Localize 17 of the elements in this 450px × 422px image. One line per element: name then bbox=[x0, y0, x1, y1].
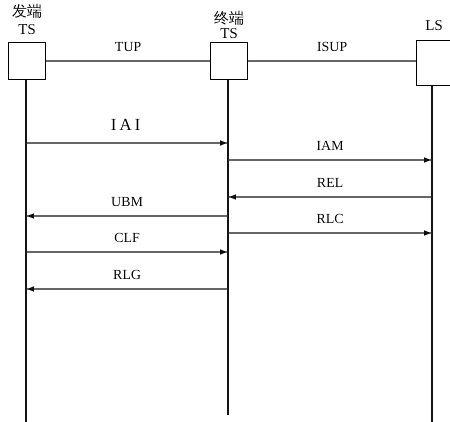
lifeline bbox=[227, 80, 229, 415]
message-arrow bbox=[229, 230, 431, 236]
message-arrow bbox=[27, 249, 227, 255]
node-label: TS bbox=[219, 26, 239, 42]
link-line bbox=[248, 60, 416, 62]
message-arrow bbox=[229, 157, 431, 163]
lifeline bbox=[431, 86, 433, 422]
message-arrow bbox=[27, 286, 227, 292]
message-arrow bbox=[229, 194, 431, 200]
node-label: 终端 bbox=[213, 11, 245, 27]
link-line bbox=[46, 60, 210, 62]
message-arrow bbox=[27, 140, 227, 146]
node-label: LS bbox=[424, 18, 444, 34]
lifeline bbox=[25, 80, 27, 422]
node-label: 发端 bbox=[11, 4, 43, 20]
message-arrow bbox=[27, 213, 227, 219]
node-label: TS bbox=[17, 22, 37, 38]
